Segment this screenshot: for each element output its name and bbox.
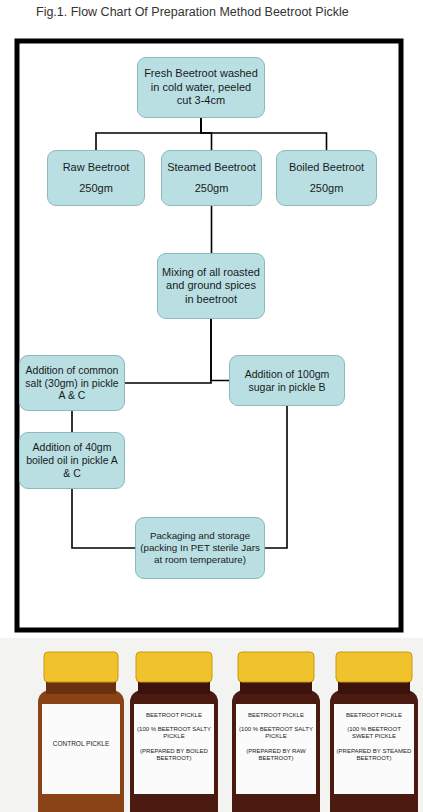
box-text: Mixing of all roasted and ground spices … <box>162 266 260 306</box>
connector-line <box>211 319 229 381</box>
jar-label-text: BEETROOT PICKLE <box>238 712 314 719</box>
process-box: Boiled Beetroot 250gm <box>276 150 377 206</box>
jar-label-text: BEETROOT PICKLE <box>136 712 212 719</box>
process-box: Addition of 100gm sugar in pickle B <box>229 355 345 406</box>
jar-lid <box>336 652 412 682</box>
jar <box>38 652 124 812</box>
box-text: Addition of 100gm sugar in pickle B <box>234 368 340 394</box>
jar-label-text: (PREPARED BY RAW BEETROOT) <box>238 748 314 762</box>
connector-line <box>72 489 135 548</box>
jar-label-text: (100 % BEETROOT SWEET PICKLE <box>336 726 412 740</box>
box-text: 250gm <box>310 182 344 195</box>
connector-line <box>201 118 212 150</box>
box-text: 250gm <box>195 182 229 195</box>
jar <box>330 652 418 812</box>
jar-lid <box>136 652 212 682</box>
connector-line <box>96 118 201 150</box>
box-text: Addition of common salt (30gm) in pickle… <box>24 364 120 402</box>
box-text: Raw Beetroot <box>63 161 130 174</box>
jar-photo <box>0 638 423 812</box>
box-text: Addition of 40gm boiled oil in pickle A … <box>24 441 120 479</box>
jar-body <box>38 690 124 812</box>
connector-line <box>125 319 211 383</box>
jar-label-text: (100 % BEETROOT SALTY PICKLE <box>238 726 314 740</box>
figure-title: Fig.1. Flow Chart Of Preparation Method … <box>36 5 349 19</box>
jar-lid <box>238 652 314 682</box>
process-box: Addition of 40gm boiled oil in pickle A … <box>19 432 125 489</box>
box-text: Packaging and storage (packing In PET st… <box>140 530 260 566</box>
process-box: Steamed Beetroot 250gm <box>161 150 262 206</box>
outer-frame <box>17 41 401 630</box>
jar-label <box>334 704 414 794</box>
jar-body <box>130 690 218 812</box>
process-box: Packaging and storage (packing In PET st… <box>135 517 265 579</box>
jar-lid <box>44 652 118 682</box>
jar-label <box>42 704 120 794</box>
jar-label-text: BEETROOT PICKLE <box>336 712 412 719</box>
process-box: Fresh Beetroot washed in cold water, pee… <box>137 57 265 118</box>
connector-line <box>265 406 287 548</box>
photo-background <box>0 638 423 812</box>
box-text: Fresh Beetroot washed in cold water, pee… <box>142 67 260 107</box>
jar-label-text: (PREPARED BY BOILED BEETROOT) <box>136 748 212 762</box>
box-text: Steamed Beetroot <box>167 161 256 174</box>
jar-body <box>330 690 418 812</box>
box-text: Boiled Beetroot <box>289 161 364 174</box>
connector-line <box>71 411 73 432</box>
process-box: Addition of common salt (30gm) in pickle… <box>19 355 125 411</box>
jar-label-text: (100 % BEETROOT SALTY PICKLE <box>136 726 212 740</box>
jar-label-text: CONTROL PICKLE <box>44 740 118 747</box>
jar <box>130 652 218 812</box>
process-box: Mixing of all roasted and ground spices … <box>157 253 265 319</box>
jar-label <box>134 704 214 794</box>
connector-line <box>201 118 327 150</box>
jar-label <box>236 704 316 794</box>
jar-label-text: (PREPARED BY STEAMED BEETROOT) <box>336 748 412 762</box>
jar <box>232 652 320 812</box>
connector-line <box>211 206 213 253</box>
jar-body <box>232 690 320 812</box>
process-box: Raw Beetroot 250gm <box>47 150 145 206</box>
box-text: 250gm <box>79 182 113 195</box>
